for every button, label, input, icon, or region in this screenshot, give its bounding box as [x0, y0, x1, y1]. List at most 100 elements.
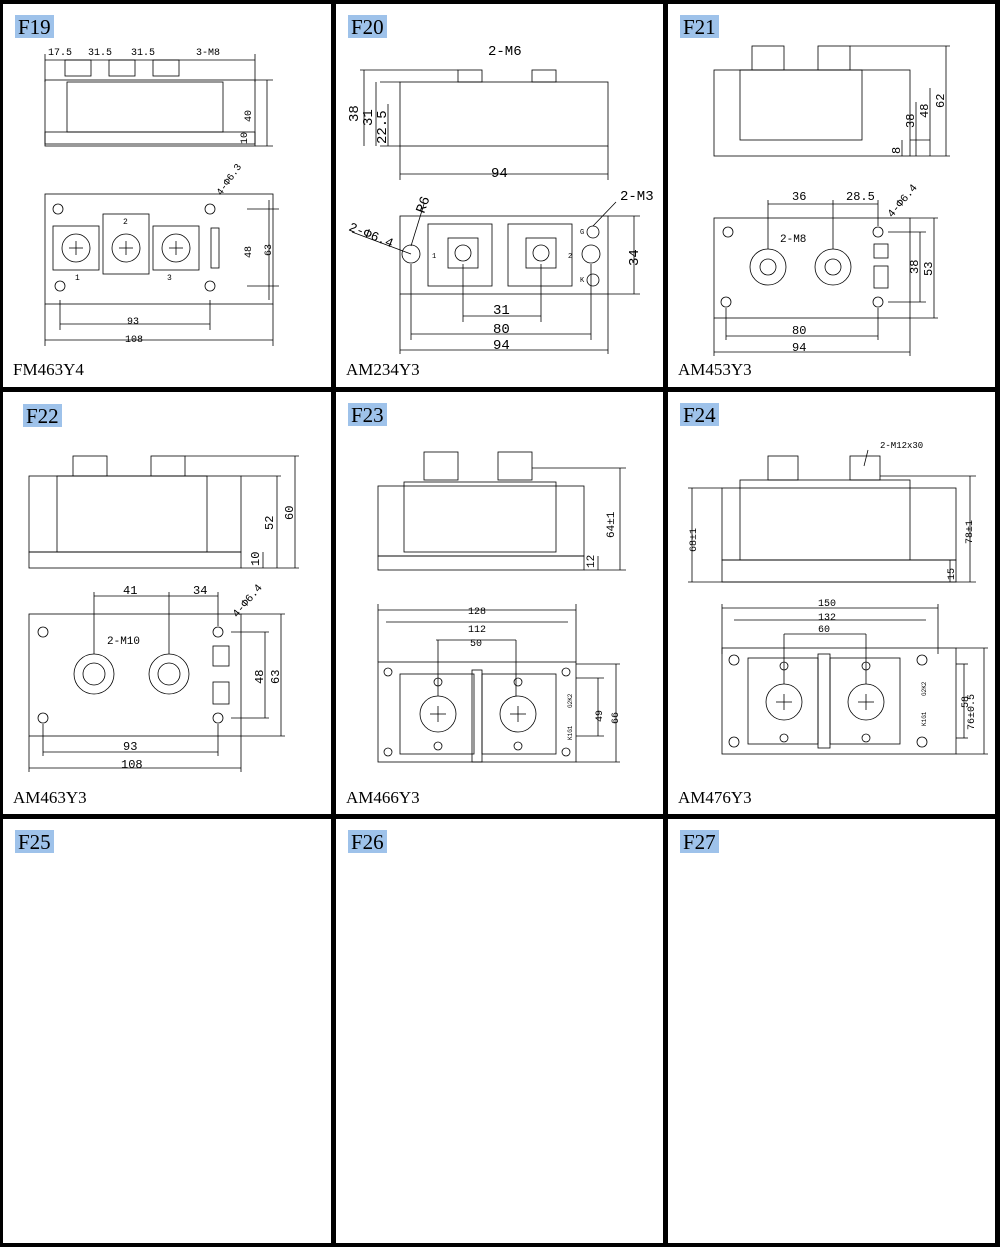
- dim-label: 94: [493, 338, 510, 354]
- dim-label: 63: [269, 670, 283, 684]
- cell-f19: F19 17.5 31.5 31.5 3-M8: [2, 3, 332, 388]
- dim-label: 78±1: [965, 520, 976, 544]
- cell-f23: F23 64±1 12 128 112: [335, 391, 664, 815]
- dim-label: 34: [627, 249, 643, 266]
- dim-label: 93: [127, 317, 139, 328]
- dim-label: 53: [922, 262, 936, 276]
- dim-label: 64±1: [606, 511, 618, 538]
- dim-label: 48: [918, 104, 932, 118]
- model-number: AM234Y3: [346, 360, 420, 379]
- dim-label: 31.5: [88, 48, 112, 59]
- terminal-label: G2K2: [567, 693, 574, 708]
- dim-label: 38: [347, 105, 363, 122]
- dim-label: 38: [904, 114, 918, 128]
- dim-label: 2-M12x30: [880, 441, 923, 451]
- dim-label: 2-M10: [107, 636, 140, 648]
- dim-label: 2-M8: [780, 234, 806, 246]
- dim-label: 108: [125, 335, 143, 346]
- model-number: AM476Y3: [678, 788, 752, 807]
- dim-label: 60: [283, 506, 297, 520]
- figure-tag: F22: [23, 404, 62, 427]
- dim-label: 52: [263, 516, 277, 530]
- terminal-label: 1: [75, 274, 80, 283]
- terminal-label: K1G1: [567, 725, 574, 740]
- dim-label: 68±1: [689, 528, 700, 552]
- dim-label: 94: [491, 166, 508, 182]
- terminal-label: G2K2: [921, 681, 928, 696]
- dim-label: 2-M6: [488, 44, 522, 60]
- dim-label: 48: [253, 670, 267, 684]
- dim-label: 76±0.5: [967, 694, 978, 730]
- cell-f27: F27: [667, 818, 996, 1244]
- dim-label: 28.5: [846, 190, 875, 204]
- dim-label: 60: [818, 625, 830, 636]
- terminal-label: 1: [432, 253, 436, 261]
- dim-label: 41: [123, 584, 137, 598]
- terminal-label: 2: [123, 218, 128, 227]
- figure-tag: F25: [15, 830, 54, 853]
- dim-label: 4-Ф6.3: [215, 162, 245, 198]
- terminal-label: K: [580, 277, 585, 285]
- dim-label: 49: [595, 710, 606, 722]
- dim-label: 50: [470, 639, 482, 650]
- dim-label: 31: [493, 303, 510, 319]
- dim-label: 94: [792, 341, 806, 355]
- drawing-am453y3: 62 48 38 8 36 28.5 4-Ф6.4 2-M8 38 53 80 …: [713, 45, 950, 356]
- terminal-label: 2: [568, 253, 572, 261]
- cell-f25: F25: [2, 818, 332, 1244]
- terminal-label: G: [580, 229, 584, 237]
- dim-label: 3-M8: [196, 48, 220, 59]
- drawing-am234y3: 2-M6 38 31 22.5 94 2-M3 R6 2-Ф6.4 34 31 …: [347, 44, 654, 354]
- figure-tag: F27: [680, 830, 719, 853]
- drawing-fm463y4: 17.5 31.5 31.5 3-M8 40 10 4-Ф6.3 48 63 9…: [44, 48, 279, 346]
- dim-label: 31.5: [131, 48, 155, 59]
- terminal-label: 3: [167, 274, 172, 283]
- cell-f20: F20 2-M6 38 31 22.5 94: [335, 3, 664, 388]
- figure-tag: F21: [680, 15, 719, 38]
- dim-label: 150: [818, 599, 836, 610]
- dim-label: 58: [961, 696, 972, 708]
- dim-label: 17.5: [48, 48, 72, 59]
- dim-label: 66: [611, 712, 622, 724]
- model-number: FM463Y4: [13, 360, 84, 379]
- dim-label: 34: [193, 584, 207, 598]
- dim-label: 108: [121, 758, 143, 772]
- model-number: AM466Y3: [346, 788, 420, 807]
- drawing-am463y3: 60 52 10 41 34 4-Ф6.4 2-M10 48 63 93 108: [28, 455, 299, 772]
- dim-label: 2-Ф6.4: [347, 220, 396, 252]
- cell-f21: F21 62 48 38 8 36 28.: [667, 3, 996, 388]
- dim-label: 48: [244, 246, 255, 258]
- dim-label: 63: [264, 244, 275, 256]
- cell-f22: F22 60 52 10 41 34 4-: [2, 391, 332, 815]
- dim-label: 80: [792, 324, 806, 338]
- figure-tag: F20: [348, 15, 387, 38]
- dim-label: 4-Ф6.4: [231, 582, 266, 620]
- dim-label: 93: [123, 740, 137, 754]
- figure-tag: F24: [680, 403, 719, 426]
- figure-tag: F26: [348, 830, 387, 853]
- terminal-label: K1G1: [921, 711, 928, 726]
- dim-label: 112: [468, 625, 486, 636]
- dim-label: 128: [468, 607, 486, 618]
- dim-label: 15: [947, 568, 958, 580]
- dim-label: 62: [934, 94, 948, 108]
- figure-tag: F19: [15, 15, 54, 38]
- drawing-am466y3: 64±1 12 128 112 50 49 66 G2K2 K1G1: [377, 451, 626, 763]
- dim-label: 2-M3: [620, 189, 654, 205]
- drawing-am476y3: 2-M12x30 68±1 78±1 15 150 132 60 58 76±0…: [688, 441, 988, 755]
- dim-label: 31: [361, 109, 377, 126]
- dim-label: 10: [249, 552, 263, 566]
- cell-f24: F24 2-M12x30 68±1 78±1: [667, 391, 996, 815]
- dim-label: 4-Ф6.4: [886, 182, 921, 220]
- figure-tag: F23: [348, 403, 387, 426]
- dim-label: 10: [240, 132, 251, 144]
- dim-label: 132: [818, 613, 836, 624]
- model-number: AM453Y3: [678, 360, 752, 379]
- dim-label: 36: [792, 190, 806, 204]
- model-number: AM463Y3: [13, 788, 87, 807]
- dim-label: 12: [586, 555, 598, 568]
- dim-label: 80: [493, 322, 510, 338]
- dim-label: 38: [908, 260, 922, 274]
- dim-label: 8: [890, 147, 904, 154]
